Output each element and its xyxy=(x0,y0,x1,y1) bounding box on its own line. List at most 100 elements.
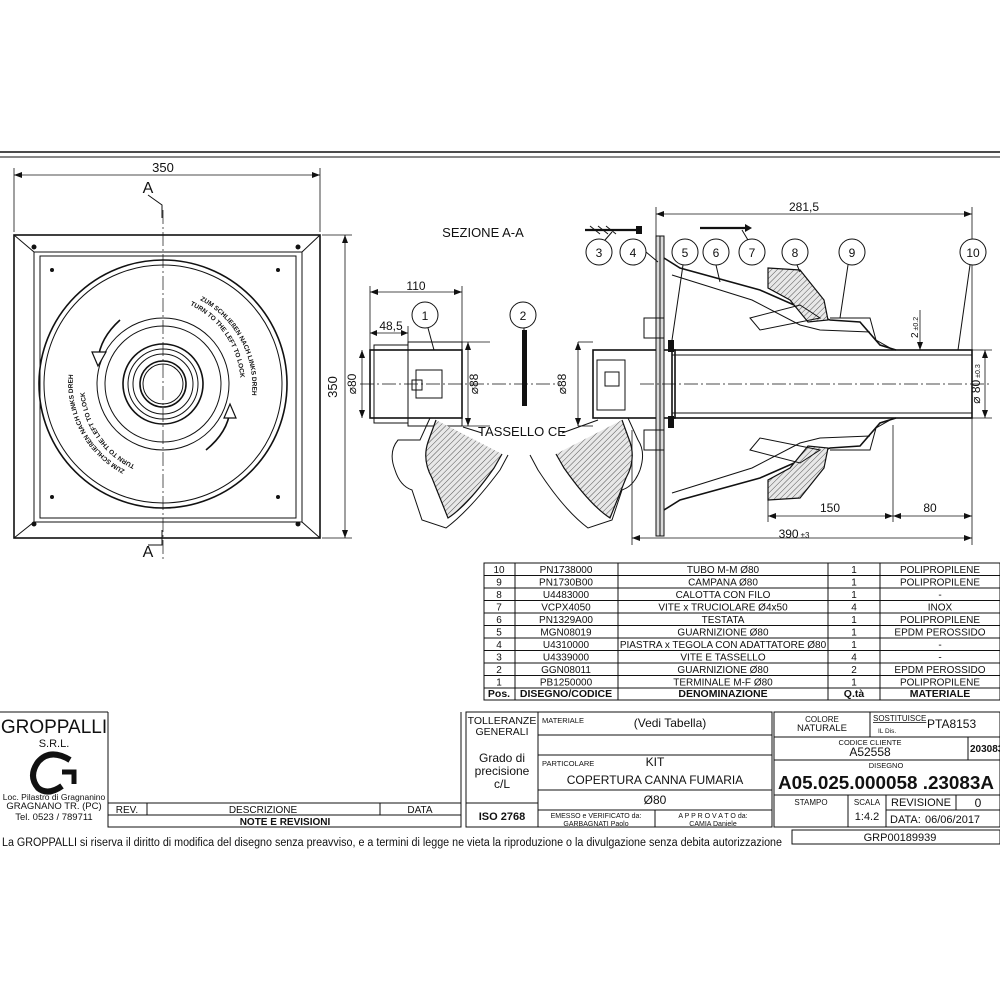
bom-cell-name: TESTATA xyxy=(702,615,745,626)
dim-281-5: 281,5 xyxy=(789,200,819,214)
data-label: DATA: xyxy=(890,814,921,826)
bom-cell-pos: 7 xyxy=(496,603,502,614)
bom-row: 5 MGN08019 GUARNIZIONE Ø80 1 EPDM PEROSSIDO xyxy=(496,628,986,639)
svg-text:7: 7 xyxy=(749,246,756,260)
sostituisce-label: SOSTITUISCE xyxy=(873,714,926,723)
svg-text:9: 9 xyxy=(849,246,856,260)
bom-cell-code: PB1250000 xyxy=(540,678,593,689)
tolerance-block: TOLLERANZE GENERALI Grado di precisione … xyxy=(465,711,539,828)
flashing-right xyxy=(529,417,644,529)
callout-4: 4 xyxy=(619,238,659,266)
sostituisce-value: PTA8153 xyxy=(927,717,976,731)
company-logo-icon xyxy=(30,751,77,795)
bom-cell-name: GUARNIZIONE Ø80 xyxy=(677,628,769,639)
description-line-1: COPERTURA CANNA FUMARIA xyxy=(567,773,743,787)
bom-cell-name: PIASTRA x TEGOLA CON ADATTATORE Ø80 xyxy=(620,640,827,651)
rev-header: REV. xyxy=(116,805,138,816)
bom-cell-name: CAMPANA Ø80 xyxy=(688,578,758,589)
tol-title-2: GENERALI xyxy=(475,726,528,738)
bom-cell-code: GGN08011 xyxy=(541,665,591,676)
bom-cell-mat: POLIPROPILENE xyxy=(900,578,980,589)
bom-cell-qty: 4 xyxy=(851,653,857,664)
callout-9: 9 xyxy=(838,238,866,319)
dim-phi80-left: ⌀80 xyxy=(345,373,359,394)
il-dis-label: IL Dis. xyxy=(878,728,896,735)
tol-title-1: TOLLERANZE xyxy=(468,715,537,727)
disegno-label: DISEGNO xyxy=(869,761,904,770)
grado-3: c/L xyxy=(494,777,510,791)
bom-cell-pos: 9 xyxy=(496,578,502,589)
grado-1: Grado di xyxy=(479,751,525,765)
colore-label: COLORE xyxy=(805,715,839,724)
particolare-value: KIT xyxy=(646,755,665,769)
bom-cell-pos: 1 xyxy=(496,678,502,689)
svg-text:4: 4 xyxy=(630,246,637,260)
flashing-left xyxy=(391,417,509,529)
svg-text:2: 2 xyxy=(520,309,527,323)
stampo-label: STAMPO xyxy=(794,798,827,807)
callout-6: 6 xyxy=(702,238,730,283)
section-view: SEZIONE A-A 110 48,5 ⌀80 ⌀88 xyxy=(345,200,992,545)
company-name: GROPPALLI xyxy=(1,717,107,738)
bom-cell-mat: POLIPROPILENE xyxy=(900,678,980,689)
bom-cell-mat: - xyxy=(938,640,941,651)
bom-cell-name: VITE E TASSELLO xyxy=(680,653,765,664)
bom-cell-code: MGN08019 xyxy=(540,628,592,639)
dim-wall: 2±0.2 xyxy=(910,317,921,338)
data-value: 06/06/2017 xyxy=(925,814,980,826)
revisione-label: REVISIONE xyxy=(891,797,951,809)
dim-390: 390±3 xyxy=(779,527,810,541)
data-header: DATA xyxy=(407,805,433,816)
section-mark-bottom: A xyxy=(143,544,154,561)
materiale-value: (Vedi Tabella) xyxy=(634,716,707,730)
bom-cell-code: U4310000 xyxy=(543,640,590,651)
bom-cell-pos: 8 xyxy=(496,590,502,601)
plan-view: 350 350 A A xyxy=(0,0,352,561)
bom-cell-code: U4483000 xyxy=(543,590,590,601)
materiale-label: MATERIALE xyxy=(542,716,584,725)
bom-header-code: DISEGNO/CODICE xyxy=(520,688,612,700)
bom-cell-pos: 5 xyxy=(496,628,502,639)
bom-cell-qty: 2 xyxy=(851,665,857,676)
bom-cell-mat: - xyxy=(938,590,941,601)
approvato-label: A P P R O V A T O da: xyxy=(678,813,747,820)
grp-code: GRP00189939 xyxy=(864,832,937,844)
bom-cell-name: TERMINALE M-F Ø80 xyxy=(673,678,773,689)
iso-standard: ISO 2768 xyxy=(479,811,525,823)
company-address-1: Loc. Pilastro di Gragnanino xyxy=(3,792,106,802)
bom-cell-code: PN1738000 xyxy=(540,565,593,576)
dim-48-5: 48,5 xyxy=(379,319,403,333)
dim-80: 80 xyxy=(923,501,937,515)
bom-cell-pos: 6 xyxy=(496,615,502,626)
bom-cell-mat: POLIPROPILENE xyxy=(900,565,980,576)
emesso-label: EMESSO e VERIFICATO da: xyxy=(551,813,642,820)
bom-cell-qty: 1 xyxy=(851,578,857,589)
company-phone: Tel. 0523 / 789711 xyxy=(15,812,92,823)
dim-150: 150 xyxy=(820,501,840,515)
bom-cell-code: PN1730B00 xyxy=(539,578,593,589)
bom-cell-mat: EPDM PEROSSIDO xyxy=(894,665,985,676)
callout-7: 7 xyxy=(738,229,766,266)
bom-cell-code: U4339000 xyxy=(543,653,590,664)
bom-cell-qty: 1 xyxy=(851,628,857,639)
bom-cell-pos: 4 xyxy=(496,640,502,651)
dim-phi88-right: ⌀88 xyxy=(555,373,569,394)
svg-text:8: 8 xyxy=(792,246,799,260)
cap-part-8-bottom xyxy=(767,445,829,501)
callout-8: 8 xyxy=(781,238,809,273)
svg-text:3: 3 xyxy=(596,246,603,260)
bom-header-pos: Pos. xyxy=(488,688,510,700)
bom-cell-mat: EPDM PEROSSIDO xyxy=(894,628,985,639)
particolare-label: PARTICOLARE xyxy=(542,759,594,768)
description-line-2: Ø80 xyxy=(644,793,667,807)
callout-2: 2 xyxy=(509,301,537,329)
callout-1: 1 xyxy=(411,301,439,351)
